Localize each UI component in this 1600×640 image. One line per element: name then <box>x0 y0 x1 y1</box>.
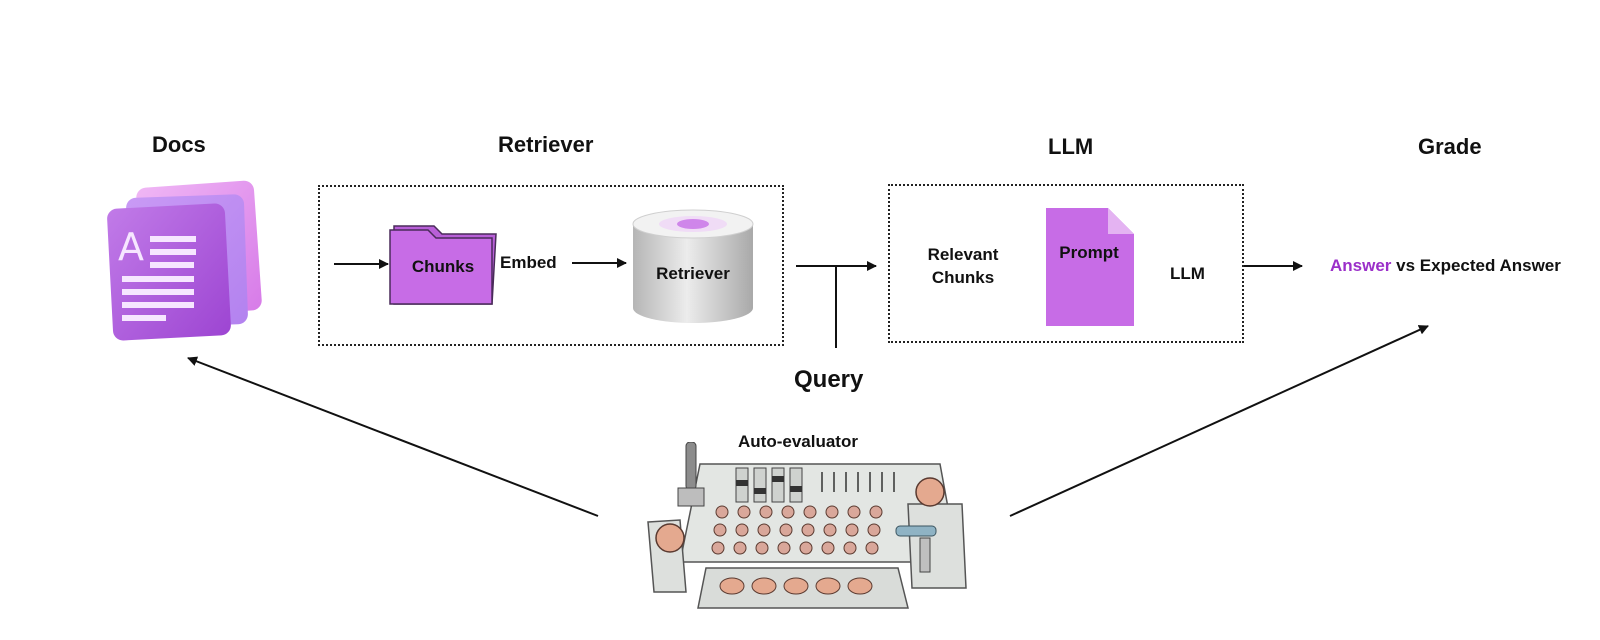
title-retriever: Retriever <box>498 132 594 157</box>
auto-evaluator-label: Auto-evaluator <box>738 432 858 451</box>
control-panel-icon <box>647 442 967 609</box>
query-label: Query <box>794 366 864 393</box>
grade-text: Answer vs Expected Answer <box>1330 256 1561 276</box>
database-icon <box>632 209 754 323</box>
retriever-store-label: Retriever <box>656 264 730 283</box>
title-grade: Grade <box>1418 134 1482 159</box>
llm-inner-label: LLM <box>1170 264 1205 283</box>
relevant-chunks-label-line2: Chunks <box>931 268 995 287</box>
folder-icon <box>389 225 497 305</box>
expected-answer-text: vs Expected Answer <box>1391 256 1561 275</box>
embed-label: Embed <box>500 253 557 272</box>
prompt-label: Prompt <box>1059 243 1119 262</box>
title-docs: Docs <box>152 132 206 157</box>
arrow-evaluator-to-docs <box>187 356 599 517</box>
svg-text:A: A <box>118 225 144 269</box>
prompt-document-icon <box>1046 208 1134 326</box>
llm-box <box>888 184 1244 343</box>
arrow-evaluator-to-grade <box>1009 325 1429 517</box>
title-llm: LLM <box>1048 134 1094 159</box>
retriever-box <box>318 185 784 346</box>
relevant-chunks-label-line1: Relevant <box>927 245 999 264</box>
chunks-label: Chunks <box>411 257 475 276</box>
answer-word: Answer <box>1330 256 1392 275</box>
docs-icon: A <box>107 180 262 341</box>
